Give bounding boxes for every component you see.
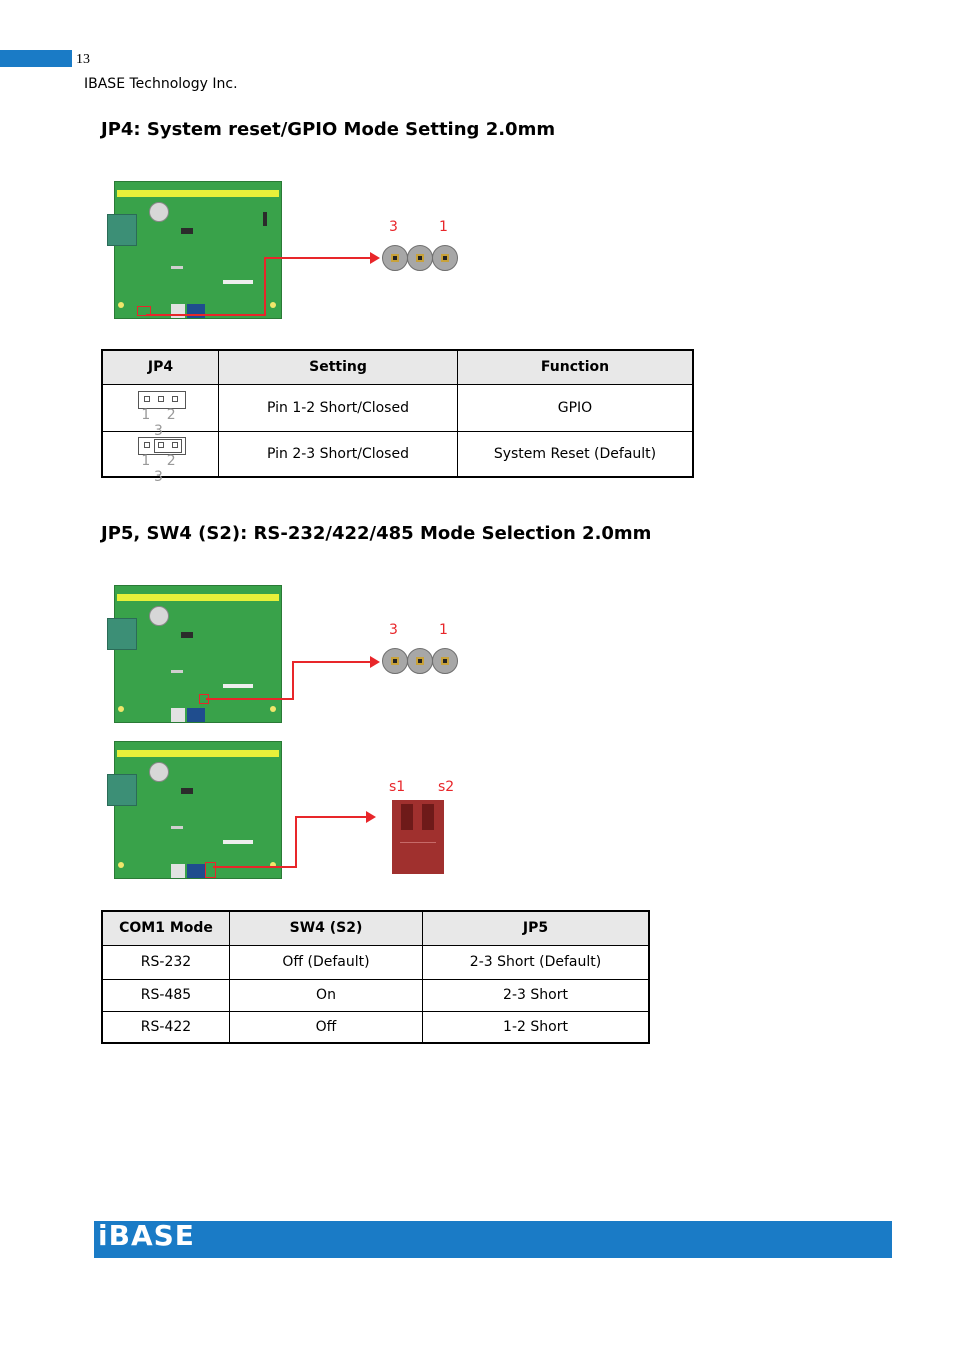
jumper-open-icon: 1 2 3 <box>101 383 219 439</box>
mode-cell: RS-232 <box>101 944 230 980</box>
setting-cell: Pin 1-2 Short/Closed <box>218 383 458 432</box>
jp5-col-header: JP5 <box>422 910 650 946</box>
sw4-label-s1: s1 <box>389 779 406 795</box>
arrow-right-icon <box>370 656 380 668</box>
table-row: 1 2 3 Pin 1-2 Short/Closed GPIO <box>101 383 694 439</box>
setting-col-header: Setting <box>218 349 458 385</box>
jp5-cell: 1-2 Short <box>422 1010 650 1044</box>
table-row: RS-422 Off 1-2 Short <box>101 1010 650 1044</box>
dip-switch-icon <box>392 800 444 874</box>
function-col-header: Function <box>457 349 694 385</box>
sw-cell: Off <box>229 1010 423 1044</box>
table-row: RS-232 Off (Default) 2-3 Short (Default) <box>101 944 650 980</box>
sw-cell: Off (Default) <box>229 944 423 980</box>
jp5-board-image <box>107 585 282 723</box>
company-name: IBASE Technology Inc. <box>84 76 238 92</box>
jp5-heading: JP5, SW4 (S2): RS-232/422/485 Mode Selec… <box>101 523 652 544</box>
jp5-pin-label-1: 1 <box>439 622 448 638</box>
jp5-cell: 2-3 Short <box>422 978 650 1012</box>
jp4-pin-label-1: 1 <box>439 219 448 235</box>
jumper-2-3-closed-icon: 1 2 3 <box>101 430 219 485</box>
jp5-pin-label-3: 3 <box>389 622 398 638</box>
jp4-table: JP4 Setting Function 1 2 3 Pin 1-2 Short… <box>101 349 694 485</box>
table-row: 1 2 3 Pin 2-3 Short/Closed System Reset … <box>101 430 694 485</box>
com1-mode-col-header: COM1 Mode <box>101 910 230 946</box>
com1-mode-table: COM1 Mode SW4 (S2) JP5 RS-232 Off (Defau… <box>101 910 650 1044</box>
mode-cell: RS-485 <box>101 978 230 1012</box>
arrow-right-icon <box>366 811 376 823</box>
function-cell: System Reset (Default) <box>457 430 694 478</box>
ibase-logo: iBASE <box>98 1219 195 1252</box>
jp4-col-header: JP4 <box>101 349 219 385</box>
jp5-cell: 2-3 Short (Default) <box>422 944 650 980</box>
page-number: 13 <box>0 50 102 69</box>
setting-cell: Pin 2-3 Short/Closed <box>218 430 458 478</box>
sw4-board-image <box>107 741 282 879</box>
sw4-col-header: SW4 (S2) <box>229 910 423 946</box>
arrow-right-icon <box>370 252 380 264</box>
footer-bar <box>94 1221 892 1258</box>
table-row: RS-485 On 2-3 Short <box>101 978 650 1012</box>
jp4-board-image <box>107 181 282 319</box>
sw4-label-s2: s2 <box>438 779 455 795</box>
function-cell: GPIO <box>457 383 694 432</box>
mode-cell: RS-422 <box>101 1010 230 1044</box>
jp4-heading: JP4: System reset/GPIO Mode Setting 2.0m… <box>101 119 556 140</box>
sw-cell: On <box>229 978 423 1012</box>
jp4-pin-label-3: 3 <box>389 219 398 235</box>
